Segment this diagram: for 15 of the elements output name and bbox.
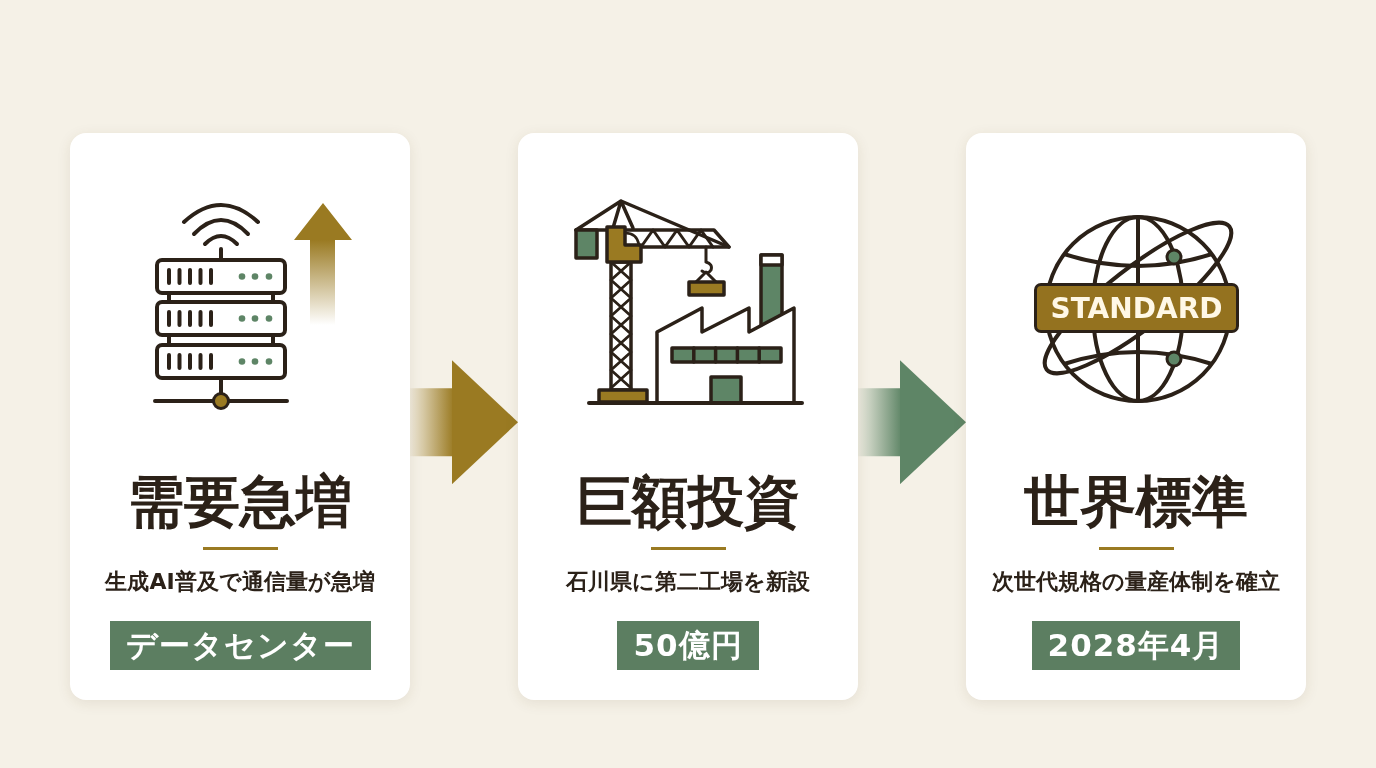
card-subtitle: 石川県に第二工場を新設: [565, 568, 811, 596]
step-card: [70, 133, 410, 700]
step-card: [966, 133, 1306, 700]
highlight-tag: 2028年4月: [1031, 621, 1241, 670]
card-title: 巨額投資: [576, 468, 800, 534]
card-title: 需要急増: [128, 468, 352, 534]
highlight-tag: 50億円: [617, 621, 759, 670]
card-title: 世界標準: [1024, 468, 1248, 534]
arrow: [858, 360, 966, 485]
arrow: [410, 360, 518, 485]
card-subtitle: 生成AI普及で通信量が急増: [103, 568, 376, 596]
step-card: [518, 133, 858, 700]
label-badge: STANDARD: [1034, 283, 1239, 333]
highlight-tag: データセンター: [109, 621, 371, 670]
card-subtitle: 次世代規格の量産体制を確立: [991, 568, 1281, 596]
